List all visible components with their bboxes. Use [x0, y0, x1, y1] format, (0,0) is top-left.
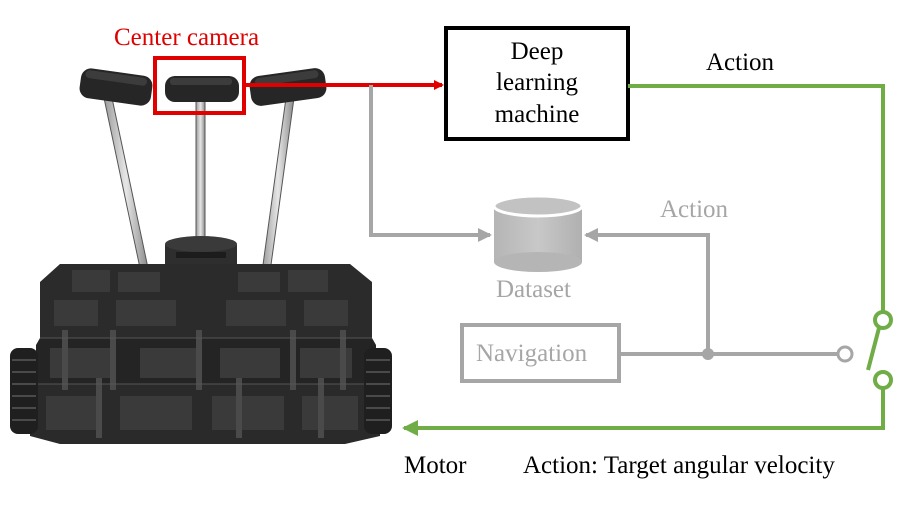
dataset-cylinder [492, 194, 584, 272]
switch-bottom-terminal [873, 370, 893, 390]
switch-to-motor-line [402, 388, 885, 436]
deep-learning-line-1: Deep [510, 38, 564, 65]
camera-to-dataset-line [369, 85, 492, 242]
right-wheel [364, 348, 392, 434]
motor-label: Motor [404, 452, 467, 479]
deep-learning-line-2: learning [496, 69, 578, 97]
action-bottom-label: Action: Target angular velocity [523, 452, 835, 479]
action-top-label: Action [706, 49, 775, 76]
center-camera-highlight [153, 56, 246, 115]
center-camera-label: Center camera [114, 24, 260, 51]
left-camera [79, 68, 153, 106]
action-gray-label: Action [660, 196, 729, 223]
robot-base [30, 264, 380, 444]
navigation-label: Navigation [476, 340, 588, 367]
navigation-to-dataset-line [584, 228, 710, 354]
dataset-label: Dataset [496, 276, 571, 303]
left-wheel [10, 348, 38, 434]
robot-illustration [10, 68, 392, 444]
deep-learning-box [444, 26, 630, 141]
center-camera-pole [195, 95, 206, 247]
switch-lever [866, 327, 881, 371]
left-camera-pole [103, 97, 149, 269]
navigation-junction-dot [702, 348, 714, 360]
deep-learning-line-3: machine [494, 100, 580, 128]
switch-top-terminal [873, 310, 893, 330]
navigation-switch-terminal [836, 345, 854, 363]
deep-learning-label: Deep learning machine [448, 36, 626, 130]
center-camera [165, 76, 239, 102]
navigation-box [460, 323, 621, 383]
right-camera-pole [261, 97, 295, 273]
model-action-line [628, 84, 885, 312]
